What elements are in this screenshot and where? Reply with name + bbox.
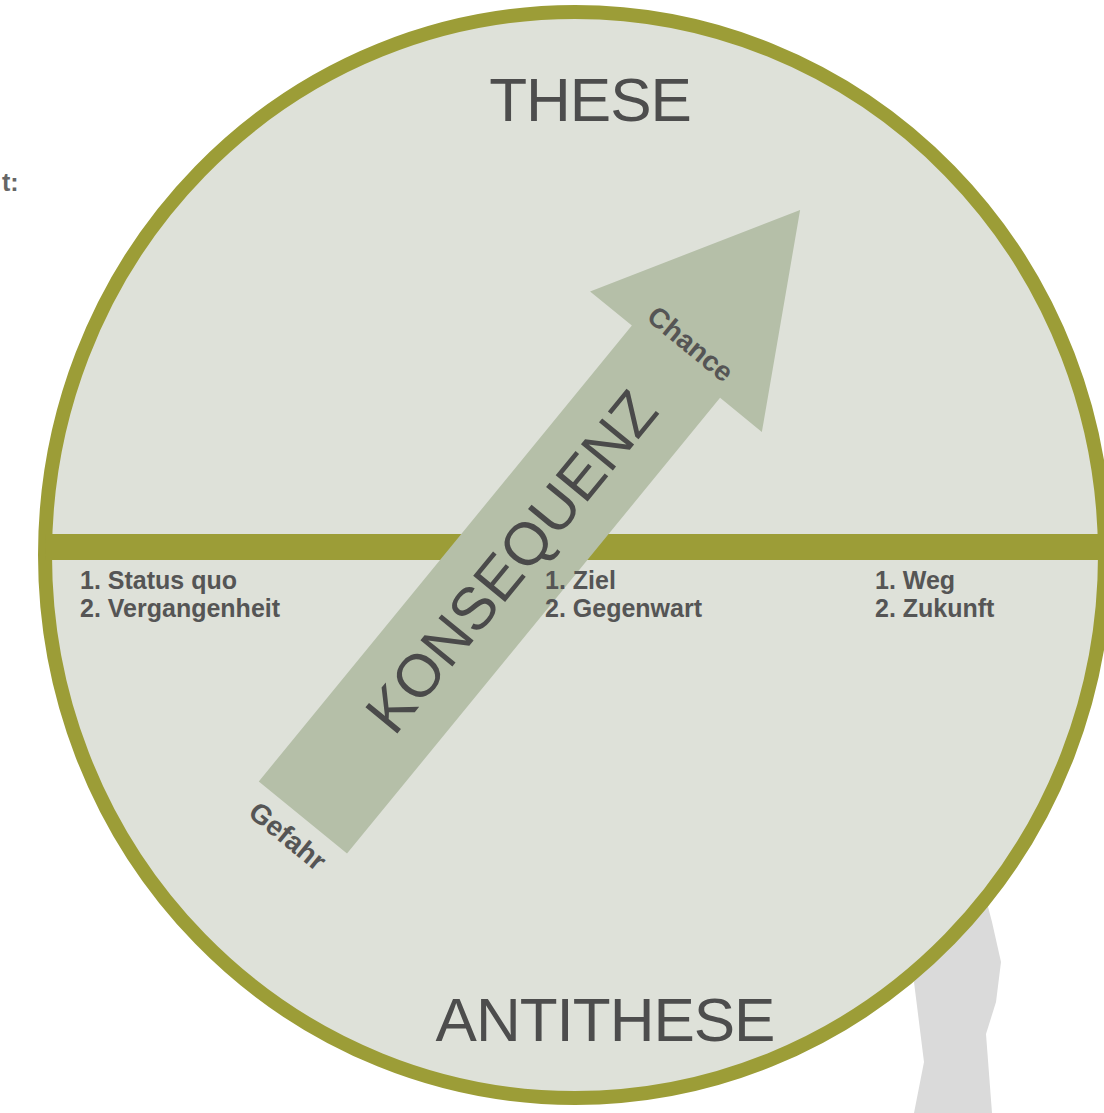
cut-off-label: t: [2,168,19,196]
antithesis-heading: ANTITHESE [436,986,775,1054]
list-item: 2. Gegenwart [545,594,702,622]
cut-off-label-holder: t: [2,168,19,196]
list-item-holder: 2. Zukunft [875,594,994,622]
list-item: 2. Vergangenheit [80,594,280,622]
list-item: 1. Ziel [545,566,616,594]
list-item-holder: 2. Gegenwart [545,594,702,622]
thesis-heading-holder: THESE [489,66,691,134]
antithesis-heading-holder: ANTITHESE [436,986,775,1054]
list-item-holder: 1. Status quo [80,566,237,594]
thesis-circle: THESEANTITHESEKONSEQUENZChanceGefahr [38,12,1104,1110]
list-item-holder: 1. Weg [875,566,955,594]
thesis-heading: THESE [489,66,691,134]
arrow-body [217,140,886,888]
list-item: 1. Status quo [80,566,237,594]
list-item-holder: 2. Vergangenheit [80,594,280,622]
list-item: 1. Weg [875,566,955,594]
list-item: 2. Zukunft [875,594,994,622]
list-item-holder: 1. Ziel [545,566,616,594]
